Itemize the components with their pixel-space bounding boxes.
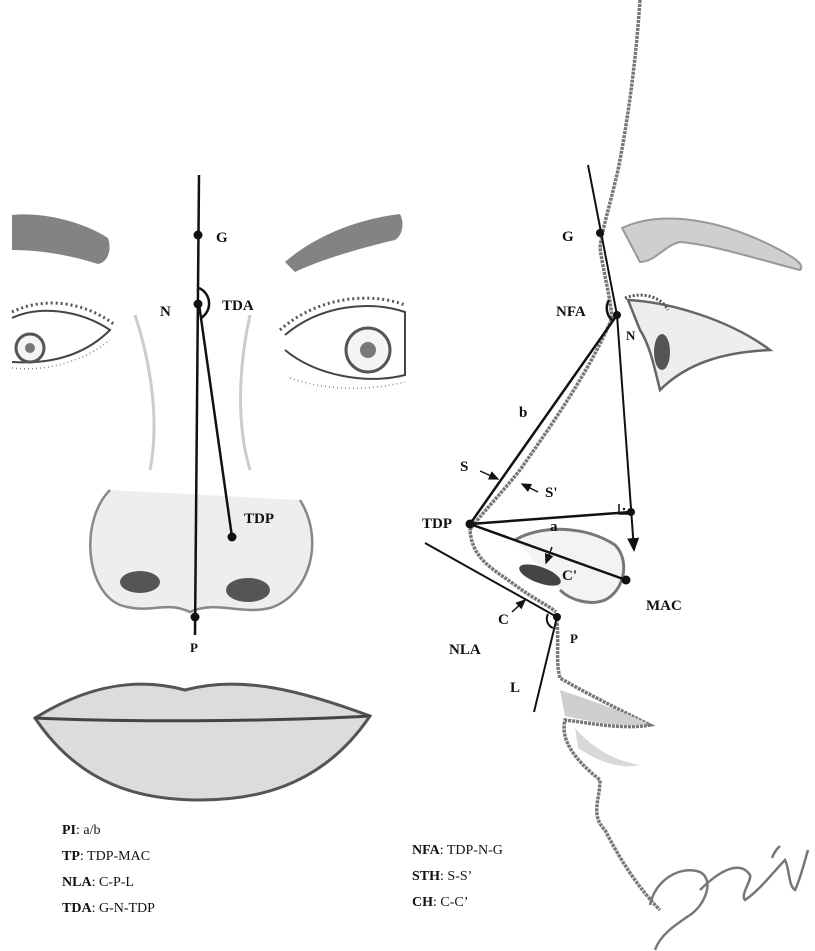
nose-base-sketch: [90, 490, 312, 612]
profile-label-nfa: NFA: [556, 304, 586, 320]
legend-abbr: TP: [62, 849, 80, 864]
profile-label-n: N: [626, 328, 636, 343]
legend-def: : C-C’: [433, 895, 468, 910]
profile-point-a-end: [627, 508, 635, 516]
profile-label-nla: NLA: [449, 642, 481, 658]
profile-label-g: G: [562, 229, 574, 245]
legend-item-nfa: NFA: TDP-N-G: [412, 838, 503, 864]
nose-left-side-sketch: [135, 315, 154, 470]
profile-point-p: [553, 613, 561, 621]
legend-abbr: CH: [412, 895, 433, 910]
legend-right: NFA: TDP-N-G STH: S-S’ CH: C-C’: [412, 838, 503, 916]
frontal-point-p: [191, 613, 200, 622]
profile-eye-sketch: [625, 295, 770, 390]
arrow-s: [480, 471, 498, 479]
profile-label-s-prime: S': [545, 485, 558, 501]
profile-point-mac: [622, 576, 631, 585]
profile-label-mac: MAC: [646, 598, 682, 614]
arrow-c: [512, 600, 525, 612]
frontal-label-p: P: [190, 640, 198, 655]
right-nostril-sketch: [226, 578, 270, 602]
frontal-point-n: [194, 300, 203, 309]
right-eye-sketch: [280, 298, 405, 388]
legend-item-tp: TP: TDP-MAC: [62, 844, 155, 870]
profile-label-l: L: [510, 680, 520, 696]
profile-label-c: C: [498, 612, 509, 628]
legend-abbr: TDA: [62, 901, 92, 916]
signature-sketch: [650, 846, 808, 950]
frontal-label-tda: TDA: [222, 298, 254, 314]
profile-lower-lip-shading: [575, 728, 640, 766]
profile-nla-lower-line: [534, 617, 557, 712]
profile-measurement-lines: [425, 165, 635, 712]
legend-abbr: NFA: [412, 843, 440, 858]
frontal-label-g: G: [216, 230, 228, 246]
legend-left: PI: a/b TP: TDP-MAC NLA: C-P-L TDA: G-N-…: [62, 818, 155, 922]
legend-item-tda: TDA: G-N-TDP: [62, 896, 155, 922]
frontal-point-tdp: [228, 533, 237, 542]
profile-label-c-prime: C': [562, 568, 577, 584]
legend-def: : a/b: [76, 823, 101, 838]
left-nostril-sketch: [120, 571, 160, 593]
nose-right-side-sketch: [241, 315, 250, 470]
arrow-s-prime: [522, 484, 538, 492]
profile-point-tdp: [466, 520, 475, 529]
profile-point-g: [596, 229, 604, 237]
legend-def: : C-P-L: [92, 875, 134, 890]
nla-angle-arc: [547, 614, 553, 628]
legend-abbr: NLA: [62, 875, 92, 890]
left-eye-sketch: [12, 303, 115, 369]
profile-face-sketch: [470, 0, 808, 950]
legend-abbr: PI: [62, 823, 76, 838]
legend-abbr: STH: [412, 869, 440, 884]
profile-label-s: S: [460, 459, 468, 475]
frontal-label-n: N: [160, 304, 171, 320]
lips-sketch: [35, 684, 370, 800]
profile-line-b: [470, 315, 617, 524]
profile-label-a: a: [550, 519, 558, 535]
legend-def: : G-N-TDP: [92, 901, 155, 916]
legend-def: : S-S’: [440, 869, 472, 884]
right-angle-dot: [623, 508, 625, 510]
profile-eyebrow-sketch: [622, 219, 801, 270]
profile-label-b: b: [519, 405, 527, 421]
right-eyebrow-sketch: [285, 214, 402, 272]
left-eyebrow-sketch: [12, 214, 110, 264]
legend-def: : TDP-MAC: [80, 849, 150, 864]
profile-label-p: P: [570, 631, 578, 646]
legend-item-nla: NLA: C-P-L: [62, 870, 155, 896]
frontal-label-tdp: TDP: [244, 511, 274, 527]
profile-point-n: [613, 311, 621, 319]
legend-def: : TDP-N-G: [440, 843, 503, 858]
legend-item-sth: STH: S-S’: [412, 864, 503, 890]
legend-item-pi: PI: a/b: [62, 818, 155, 844]
frontal-point-g: [194, 231, 203, 240]
profile-label-tdp: TDP: [422, 516, 452, 532]
legend-item-ch: CH: C-C’: [412, 890, 503, 916]
